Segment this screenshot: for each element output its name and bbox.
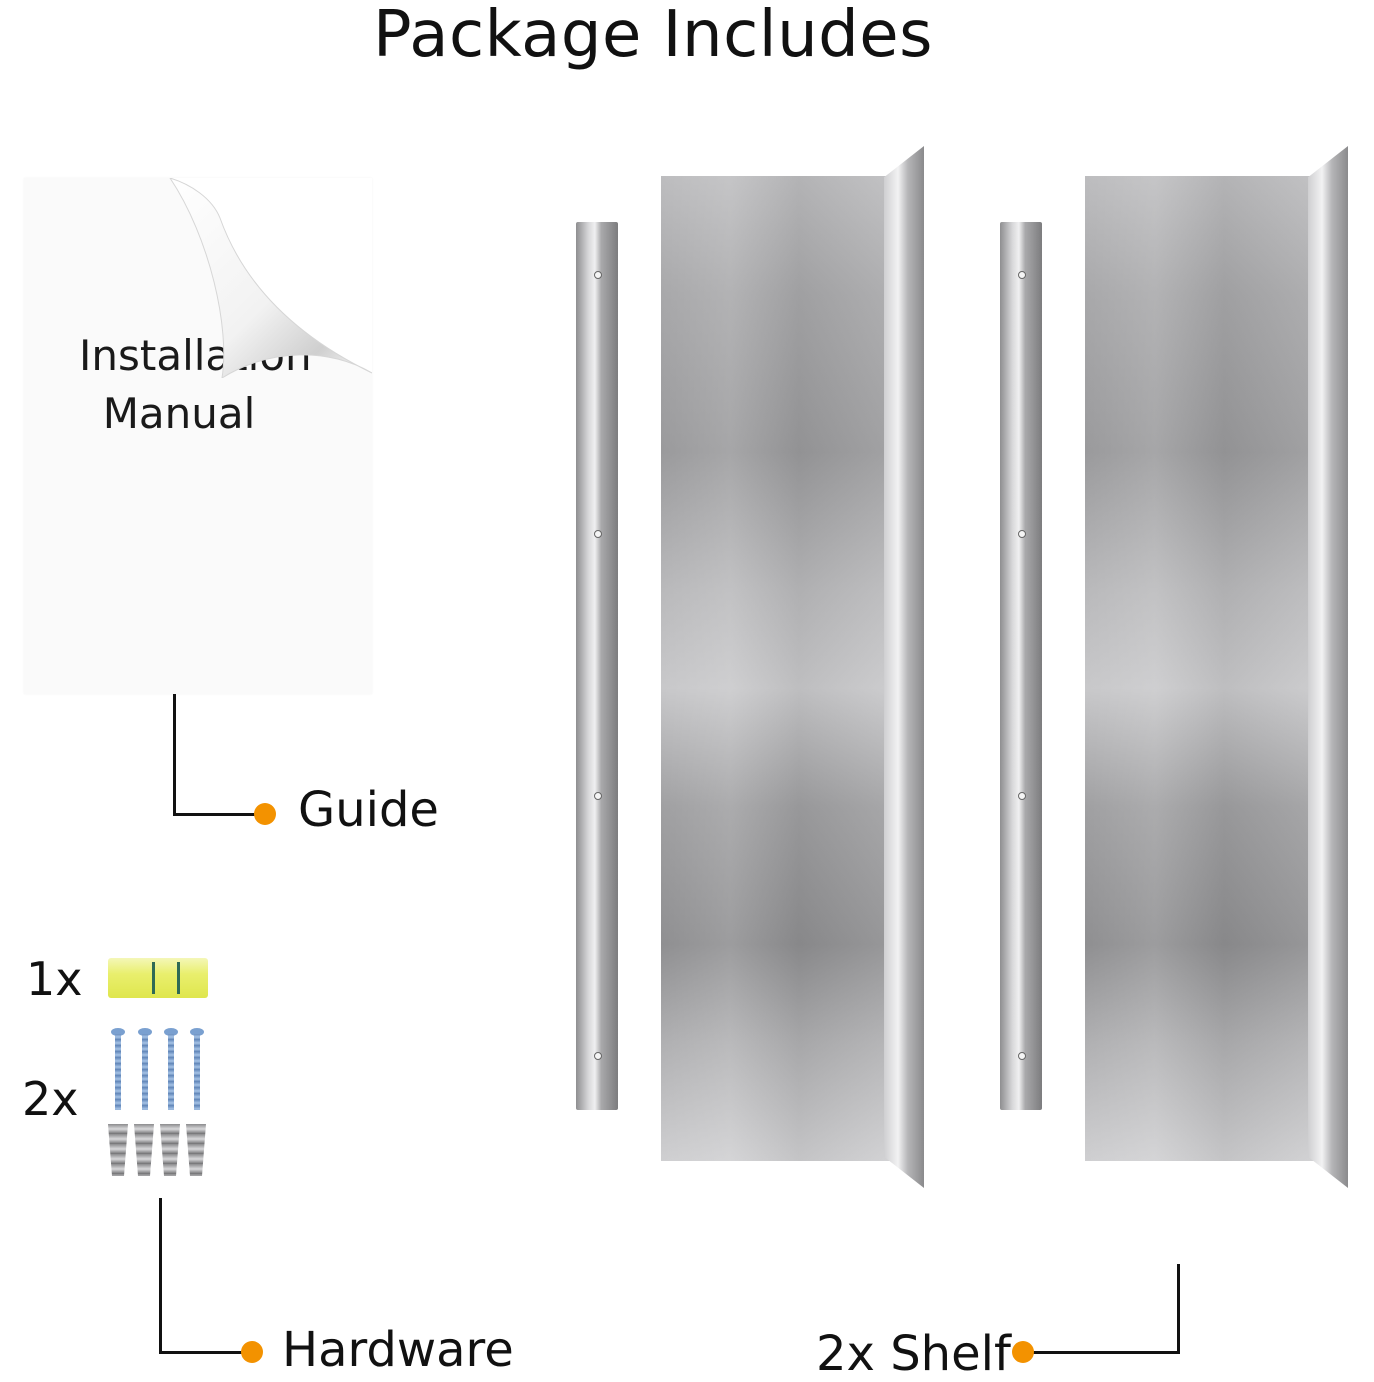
hardware-dot: [241, 1341, 263, 1363]
wall-anchor-icon: [134, 1124, 154, 1176]
level-quantity: 1x: [26, 952, 83, 1006]
shelf-panel-2: [1085, 176, 1317, 1161]
screws-quantity: 2x: [22, 1072, 79, 1126]
shelf-lip-1: [884, 146, 924, 1188]
rail-hole: [1018, 530, 1026, 538]
screw-head-icon: [138, 1028, 152, 1036]
shelf-dot: [1012, 1341, 1034, 1363]
guide-connector-horizontal: [173, 813, 261, 816]
rail-hole: [594, 271, 602, 279]
shelf-connector-vertical: [1177, 1264, 1180, 1354]
bubble-level-icon: [108, 958, 208, 998]
screw-head-icon: [111, 1028, 125, 1036]
rail-hole: [594, 792, 602, 800]
page-title: Package Includes: [373, 0, 933, 72]
page-curl-icon: [169, 178, 372, 378]
screw-head-icon: [164, 1028, 178, 1036]
rail-hole: [1018, 1052, 1026, 1060]
shelf-connector-horizontal: [1028, 1351, 1180, 1354]
hardware-connector-horizontal: [159, 1351, 249, 1354]
guide-label: Guide: [298, 782, 439, 838]
rail-hole: [594, 530, 602, 538]
wood-screw-icon: [168, 1034, 174, 1110]
shelf-label: 2x Shelf: [816, 1326, 1011, 1382]
wood-screw-icon: [115, 1034, 121, 1110]
rail-hole: [1018, 792, 1026, 800]
rail-hole: [1018, 271, 1026, 279]
shelf-panel-1: [661, 176, 891, 1161]
wood-screw-icon: [194, 1034, 200, 1110]
wall-anchor-icon: [160, 1124, 180, 1176]
hardware-label: Hardware: [282, 1322, 514, 1378]
shelf-rail-1: [576, 222, 618, 1110]
shelf-rail-2: [1000, 222, 1042, 1110]
wall-anchor-icon: [186, 1124, 206, 1176]
wall-anchor-icon: [108, 1124, 128, 1176]
screw-head-icon: [190, 1028, 204, 1036]
wood-screw-icon: [142, 1034, 148, 1110]
guide-connector-vertical: [173, 694, 176, 816]
rail-hole: [594, 1052, 602, 1060]
guide-dot: [254, 803, 276, 825]
manual-title-line2: Manual: [102, 389, 256, 438]
hardware-connector-vertical: [159, 1198, 162, 1354]
shelf-lip-2: [1308, 146, 1348, 1188]
